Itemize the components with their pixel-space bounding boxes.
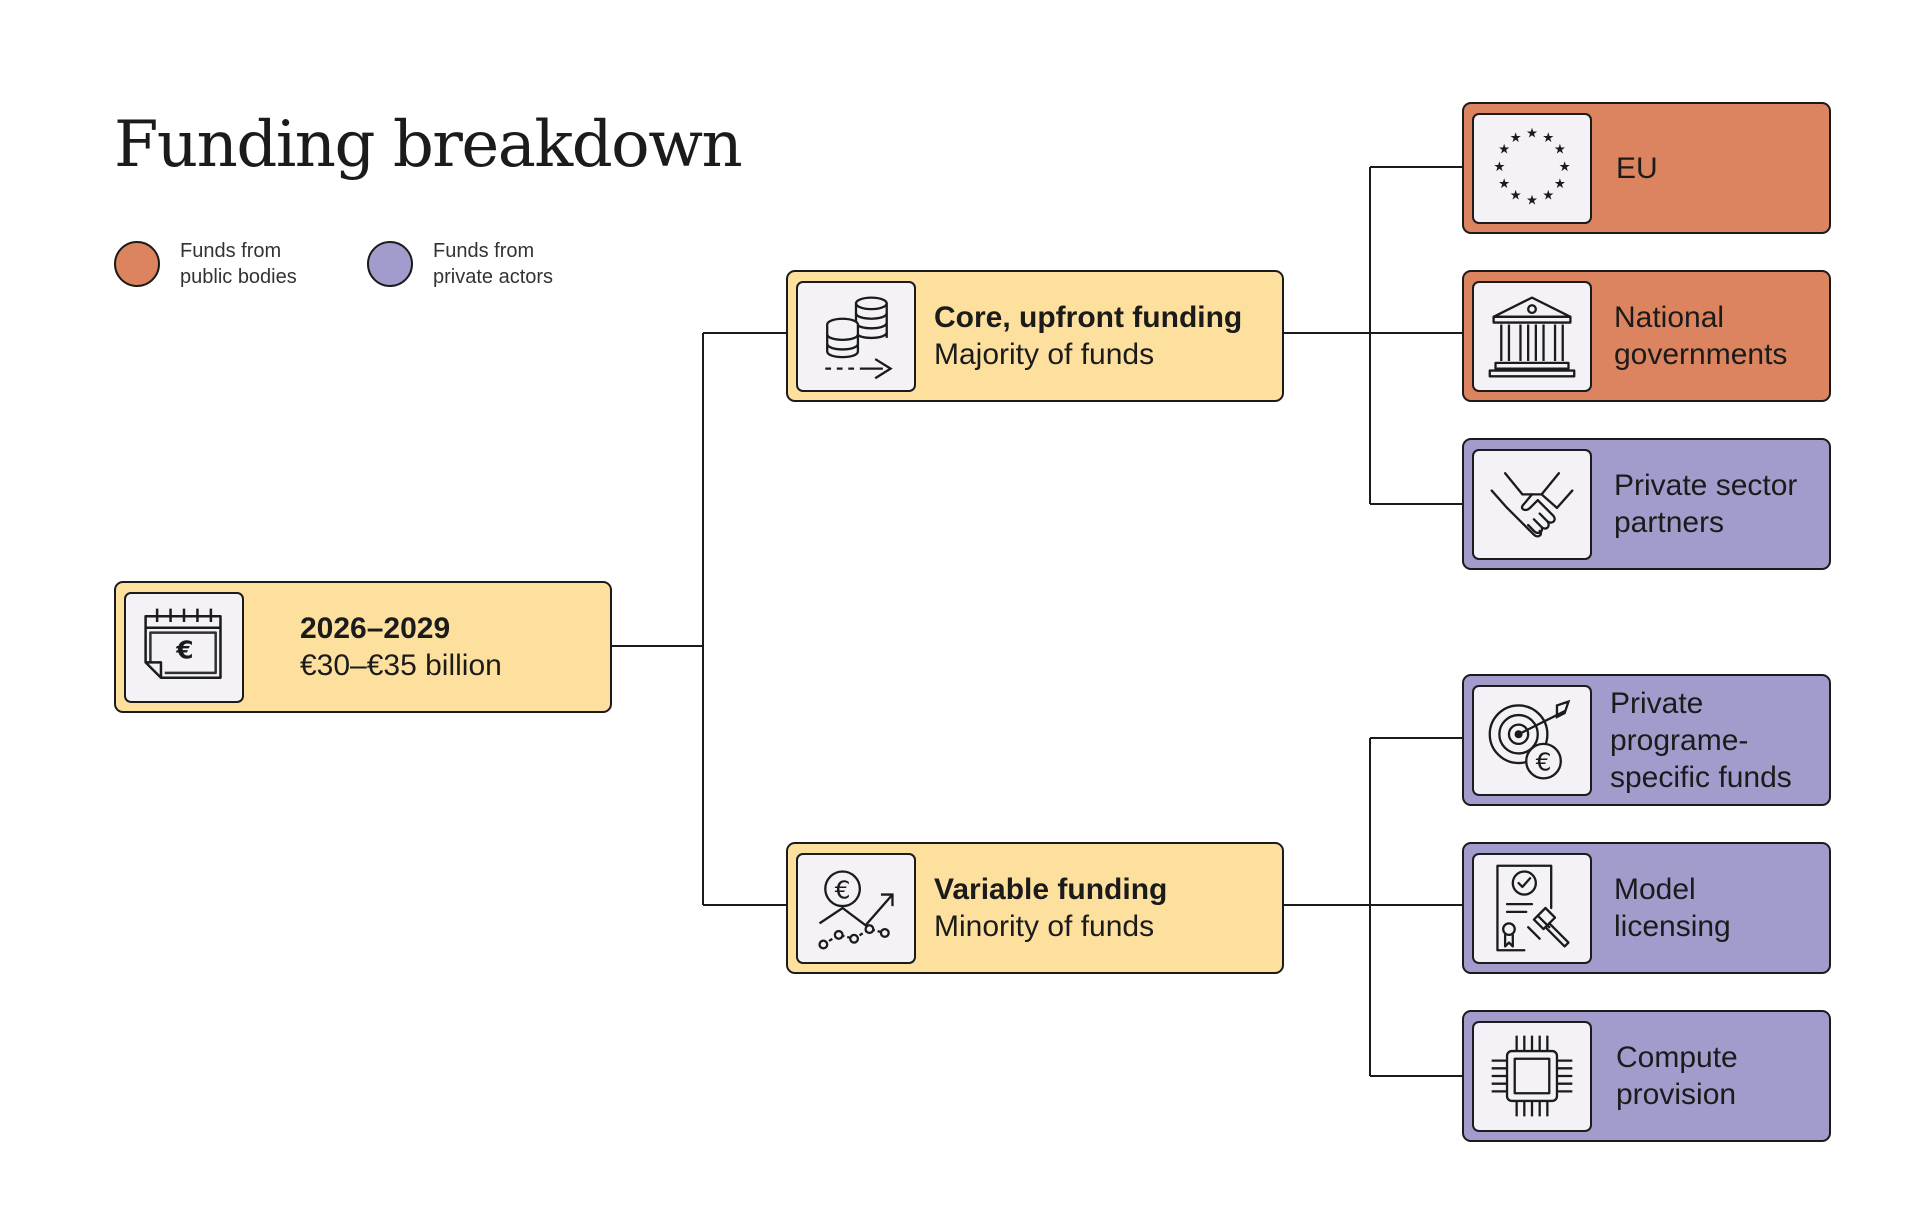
svg-text:★: ★ [1493, 160, 1505, 175]
eu-stars-icon: ★★★ ★★★ ★★★ ★★★ [1472, 112, 1592, 224]
svg-text:★: ★ [1526, 126, 1538, 141]
svg-text:★: ★ [1542, 131, 1554, 146]
license-gavel-icon [1472, 852, 1592, 964]
svg-text:€: € [1536, 748, 1552, 777]
leaf-label: licensing [1614, 910, 1731, 943]
connector-root-branches [612, 332, 786, 906]
page-title: Funding breakdown [114, 108, 743, 182]
euro-growth-chart-icon: € [796, 852, 916, 964]
legend-label: Funds from [180, 240, 282, 262]
svg-text:★: ★ [1510, 189, 1522, 204]
government-building-icon [1472, 280, 1592, 392]
legend-dot-public [114, 241, 160, 287]
connector-variable-leaves [1284, 737, 1462, 1077]
svg-text:★: ★ [1510, 131, 1522, 146]
root-amount: €30–€35 billion [300, 649, 502, 682]
leaf-label: specific funds [1610, 760, 1792, 794]
svg-text:★: ★ [1542, 189, 1554, 204]
branch-variable-funding: € Variable funding Minority of funds [786, 842, 1284, 974]
leaf-label: governments [1614, 338, 1788, 371]
svg-text:★: ★ [1526, 193, 1538, 208]
root-period: 2026–2029 [300, 612, 451, 645]
leaf-label: Private sector [1614, 469, 1798, 502]
leaf-eu: ★★★ ★★★ ★★★ ★★★ EU [1462, 102, 1831, 234]
legend-item-public: Funds from public bodies [114, 238, 297, 290]
chip-icon [1472, 1020, 1592, 1132]
branch-title: Variable funding [934, 873, 1168, 906]
svg-text:€: € [835, 875, 851, 904]
leaf-model-licensing: Model licensing [1462, 842, 1831, 974]
svg-text:★: ★ [1498, 143, 1510, 158]
leaf-label: partners [1614, 506, 1725, 539]
leaf-private-sector-partners: Private sector partners [1462, 438, 1831, 570]
leaf-private-programme-funds: € Private programe- specific funds [1462, 674, 1831, 806]
svg-text:★: ★ [1554, 177, 1566, 192]
leaf-label: National [1614, 301, 1725, 334]
svg-text:€: € [175, 636, 193, 665]
root-node: € 2026–2029 €30–€35 billion [114, 581, 612, 713]
legend-label: Funds from [433, 240, 535, 262]
handshake-icon [1472, 448, 1592, 560]
target-euro-icon: € [1472, 684, 1592, 796]
branch-subtitle: Minority of funds [934, 910, 1155, 943]
leaf-compute-provision: Compute provision [1462, 1010, 1831, 1142]
leaf-label: Model [1614, 873, 1696, 906]
leaf-label: Private [1610, 686, 1704, 720]
svg-text:★: ★ [1559, 160, 1571, 175]
leaf-label: EU [1616, 151, 1658, 185]
connector-core-leaves [1284, 166, 1462, 505]
branch-subtitle: Majority of funds [934, 338, 1155, 371]
legend-label: private actors [433, 266, 554, 288]
svg-text:★: ★ [1554, 143, 1566, 158]
branch-core-funding: Core, upfront funding Majority of funds [786, 270, 1284, 402]
branch-title: Core, upfront funding [934, 301, 1243, 334]
leaf-label: Compute [1616, 1041, 1738, 1074]
calendar-euro-icon: € [124, 591, 244, 703]
legend-dot-private [367, 241, 413, 287]
leaf-national-governments: National governments [1462, 270, 1831, 402]
coins-transfer-icon [796, 280, 916, 392]
leaf-label: programe- [1610, 723, 1749, 757]
leaf-label: provision [1616, 1078, 1737, 1111]
svg-text:★: ★ [1498, 177, 1510, 192]
legend-item-private: Funds from private actors [367, 238, 553, 290]
legend-label: public bodies [180, 266, 297, 288]
